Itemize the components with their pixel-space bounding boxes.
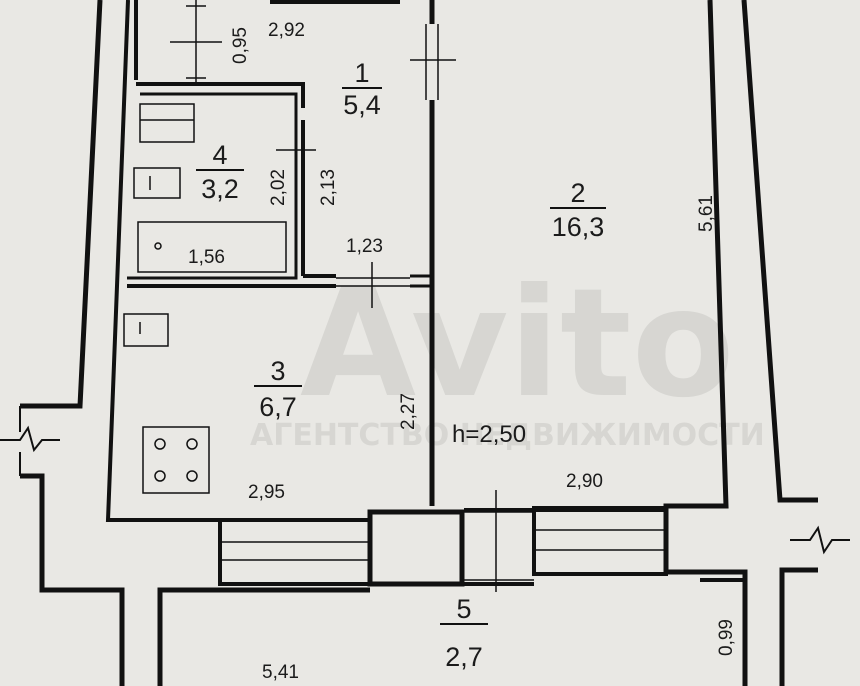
dim-label-292: 2,92 (268, 20, 305, 41)
stove-burner-icon (186, 470, 198, 482)
stove-icon (142, 426, 210, 494)
dim-label-541: 5,41 (262, 662, 299, 683)
outer-wall-left (20, 0, 103, 409)
break-symbol-right (790, 525, 850, 555)
dimension-labels: 0,95 2,92 2,02 2,13 1,56 1,23 5,61 2,27 … (188, 20, 737, 683)
outer-wall-left-lower (20, 473, 125, 686)
room-5-area: 2,7 (445, 642, 483, 672)
window-kitchen (218, 518, 372, 586)
wall-break-symbols (0, 406, 850, 555)
room-4-number: 4 (212, 140, 227, 170)
room-5-number: 5 (456, 594, 471, 624)
room-labels: 1 5,4 2 16,3 3 6,7 4 3,2 5 2,7 (196, 58, 606, 672)
dim-label-227: 2,27 (398, 393, 419, 430)
room-3-area: 6,7 (259, 392, 297, 422)
wall-pier (367, 509, 465, 587)
dim-label-202: 2,02 (268, 169, 289, 206)
room-3-number: 3 (270, 356, 285, 386)
stove-burner-icon (186, 438, 198, 450)
dim-label-295: 2,95 (248, 482, 285, 503)
window-room2 (532, 506, 668, 576)
outer-wall-right-outer (741, 0, 818, 503)
bathtub-drain-icon (154, 242, 162, 250)
bathtub-icon (137, 221, 287, 273)
kitchen-sink-icon (123, 313, 169, 347)
room-1-number: 1 (354, 58, 369, 88)
room-2-number: 2 (570, 178, 585, 208)
stove-burner-icon (154, 438, 166, 450)
dim-label-156: 1,56 (188, 247, 225, 268)
dim-label-561: 5,61 (696, 195, 717, 232)
outer-wall-right-lower (779, 567, 818, 686)
room-4-area: 3,2 (201, 174, 239, 204)
watermark-subtitle: АГЕНТСТВО НЕДВИЖИМОСТИ (250, 418, 765, 453)
ceiling-height-label: h=2,50 (452, 421, 526, 448)
toilet-icon (133, 167, 181, 199)
stove-burner-icon (154, 470, 166, 482)
walls (20, 0, 818, 686)
room-2-area: 16,3 (552, 212, 605, 242)
dim-label-290: 2,90 (566, 471, 603, 492)
inner-wall-left (105, 0, 220, 522)
washbasin-icon (139, 103, 195, 143)
room-1-area: 5,4 (343, 90, 381, 120)
dimension-lines (170, 0, 456, 308)
dim-label-099: 0,99 (716, 619, 737, 656)
watermark: Avito АГЕНТСТВО НЕДВИЖИМОСТИ (250, 257, 765, 453)
bathroom-wall (136, 82, 305, 108)
dim-label-123: 1,23 (346, 236, 383, 257)
fixtures (123, 103, 287, 494)
dim-label-213: 2,13 (318, 169, 339, 206)
watermark-brand: Avito (300, 257, 735, 431)
dim-label-095: 0,95 (230, 27, 251, 64)
break-symbol-left (0, 425, 60, 453)
balcony-wall (157, 587, 370, 686)
